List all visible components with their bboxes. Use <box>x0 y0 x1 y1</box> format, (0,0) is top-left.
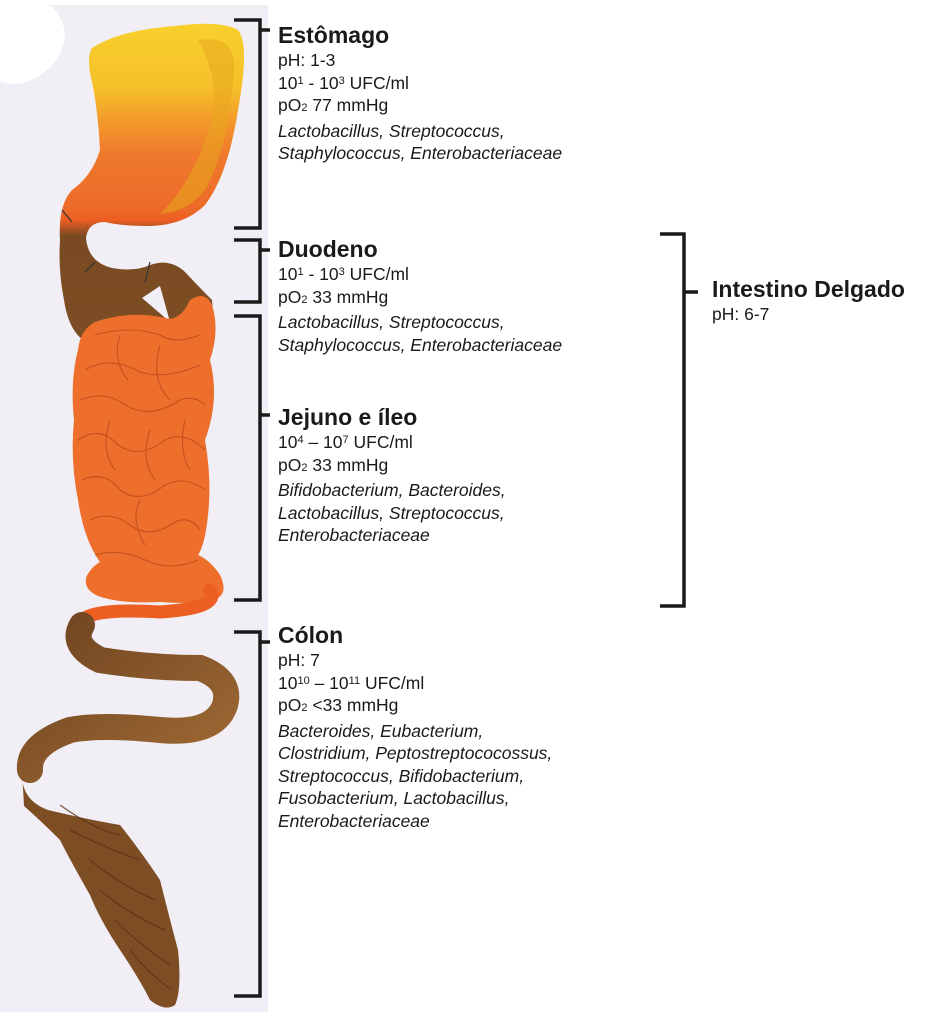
jejunum-cfu: 104 – 107 UFC/ml <box>278 431 506 454</box>
label-stomach: Estômago pH: 1-3 101 - 103 UFC/ml pO2 77… <box>278 22 562 165</box>
jejunum-bacteria-1: Bifidobacterium, Bacteroides, <box>278 479 506 502</box>
bracket-small-intestine <box>660 234 698 606</box>
duodenum-cfu: 101 - 103 UFC/ml <box>278 263 562 286</box>
duodenum-title: Duodeno <box>278 236 562 263</box>
stomach-ph: pH: 1-3 <box>278 49 562 72</box>
duodenum-bacteria-2: Staphylococcus, Enterobacteriaceae <box>278 334 562 357</box>
jejunum-bacteria-3: Enterobacteriaceae <box>278 524 506 547</box>
colon-ph: pH: 7 <box>278 649 552 672</box>
duodenum-po2: pO2 33 mmHg <box>278 286 562 312</box>
small-intestine-ph: pH: 6-7 <box>712 303 905 325</box>
colon-bacteria-4: Fusobacterium, Lactobacillus, <box>278 787 552 810</box>
jejunum-po2: pO2 33 mmHg <box>278 454 506 480</box>
stomach-cfu: 101 - 103 UFC/ml <box>278 72 562 95</box>
duodenum-bacteria-1: Lactobacillus, Streptococcus, <box>278 311 562 334</box>
stomach-po2: pO2 77 mmHg <box>278 94 562 120</box>
colon-bacteria-3: Streptococcus, Bifidobacterium, <box>278 765 552 788</box>
colon-cfu: 1010 – 1011 UFC/ml <box>278 672 552 695</box>
colon-bacteria-5: Enterobacteriaceae <box>278 810 552 833</box>
colon-bacteria-2: Clostridium, Peptostreptococossus, <box>278 742 552 765</box>
label-colon: Cólon pH: 7 1010 – 1011 UFC/ml pO2 <33 m… <box>278 622 552 832</box>
colon-bacteria-1: Bacteroides, Eubacterium, <box>278 720 552 743</box>
stomach-title: Estômago <box>278 22 562 49</box>
jejunum-bacteria-2: Lactobacillus, Streptococcus, <box>278 502 506 525</box>
small-intestine-title: Intestino Delgado <box>712 276 905 303</box>
label-duodenum: Duodeno 101 - 103 UFC/ml pO2 33 mmHg Lac… <box>278 236 562 356</box>
colon-title: Cólon <box>278 622 552 649</box>
label-small-intestine: Intestino Delgado pH: 6-7 <box>712 276 905 325</box>
stomach-bacteria-2: Staphylococcus, Enterobacteriaceae <box>278 142 562 165</box>
jejunum-title: Jejuno e íleo <box>278 404 506 431</box>
label-jejunum: Jejuno e íleo 104 – 107 UFC/ml pO2 33 mm… <box>278 404 506 547</box>
colon-po2: pO2 <33 mmHg <box>278 694 552 720</box>
stomach-bacteria-1: Lactobacillus, Streptococcus, <box>278 120 562 143</box>
